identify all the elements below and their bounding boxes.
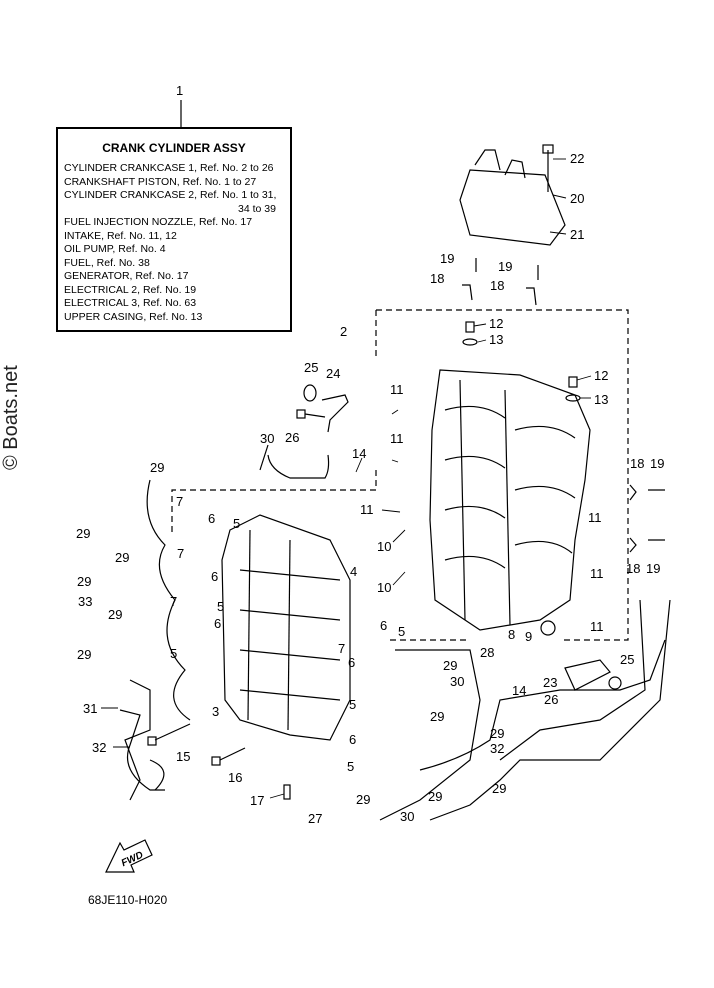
assembly-line: CYLINDER CRANKCASE 1, Ref. No. 2 to 26 xyxy=(64,162,274,174)
callout-19[interactable]: 19 xyxy=(498,259,513,274)
callout-16[interactable]: 16 xyxy=(228,770,243,785)
callout-29[interactable]: 29 xyxy=(430,709,445,724)
watermark-text: © Boats.net xyxy=(0,365,22,470)
callout-29[interactable]: 29 xyxy=(356,792,371,807)
callout-13[interactable]: 13 xyxy=(594,392,609,407)
callout-30[interactable]: 30 xyxy=(450,674,465,689)
callout-29[interactable]: 29 xyxy=(150,460,165,475)
callout-6[interactable]: 6 xyxy=(349,732,357,747)
callout-18[interactable]: 18 xyxy=(430,271,445,286)
assembly-line: UPPER CASING, Ref. No. 13 xyxy=(64,310,203,323)
callout-15[interactable]: 15 xyxy=(176,749,191,764)
callout-18[interactable]: 18 xyxy=(630,456,645,471)
callout-11[interactable]: 11 xyxy=(390,431,404,446)
callout-5[interactable]: 5 xyxy=(347,759,355,774)
drawing-code: 68JE110-H020 xyxy=(88,893,168,907)
callout-28[interactable]: 28 xyxy=(480,645,495,660)
callout-32[interactable]: 32 xyxy=(490,741,505,756)
callout-6[interactable]: 6 xyxy=(380,618,388,633)
callout-8[interactable]: 8 xyxy=(508,627,516,642)
callout-3[interactable]: 3 xyxy=(212,704,220,719)
callout-19[interactable]: 19 xyxy=(440,251,455,266)
assembly-line: FUEL, Ref. No. 38 xyxy=(64,256,150,269)
callout-7[interactable]: 7 xyxy=(338,641,346,656)
fwd-label: FWD xyxy=(120,850,145,870)
callout-29[interactable]: 29 xyxy=(76,526,91,541)
callout-18[interactable]: 18 xyxy=(490,278,505,293)
callout-20[interactable]: 20 xyxy=(570,191,585,206)
callout-30[interactable]: 30 xyxy=(260,431,275,446)
callout-25[interactable]: 25 xyxy=(620,652,635,667)
callout-29[interactable]: 29 xyxy=(443,658,458,673)
callout-21[interactable]: 21 xyxy=(570,227,585,242)
callout-29[interactable]: 29 xyxy=(115,550,130,565)
callout-5[interactable]: 5 xyxy=(170,646,178,661)
callout-7[interactable]: 7 xyxy=(177,546,185,561)
callout-7[interactable]: 7 xyxy=(176,494,184,509)
callout-32[interactable]: 32 xyxy=(92,740,107,755)
assembly-title: CRANK CYLINDER ASSY xyxy=(102,141,246,155)
callout-29[interactable]: 29 xyxy=(77,647,92,662)
callout-11[interactable]: 11 xyxy=(590,619,604,634)
callout-9[interactable]: 9 xyxy=(525,629,533,644)
assembly-line: CYLINDER CRANKCASE 2, Ref. No. 1 to 31, xyxy=(64,189,277,201)
callout-12[interactable]: 12 xyxy=(594,368,609,383)
callout-5[interactable]: 5 xyxy=(349,697,357,712)
callout-30[interactable]: 30 xyxy=(400,809,415,824)
callout-18[interactable]: 18 xyxy=(626,561,641,576)
assembly-info-box: CRANK CYLINDER ASSY CYLINDER CRANKCASE 1… xyxy=(56,127,292,332)
callout-1[interactable]: 1 xyxy=(176,83,184,98)
callout-25[interactable]: 25 xyxy=(304,360,319,375)
assembly-line: ELECTRICAL 2, Ref. No. 19 xyxy=(64,283,197,296)
assembly-line: 34 to 39 xyxy=(238,202,276,215)
assembly-line: OIL PUMP, Ref. No. 4 xyxy=(64,243,166,255)
callout-29[interactable]: 29 xyxy=(492,781,507,796)
callout-5[interactable]: 5 xyxy=(233,516,241,531)
callout-11[interactable]: 11 xyxy=(588,510,602,525)
callout-13[interactable]: 13 xyxy=(489,332,504,347)
callout-6[interactable]: 6 xyxy=(214,616,222,631)
callout-11[interactable]: 11 xyxy=(590,566,604,581)
callout-22[interactable]: 22 xyxy=(570,151,585,166)
callout-19[interactable]: 19 xyxy=(646,561,661,576)
callout-2[interactable]: 2 xyxy=(340,324,348,339)
callout-29[interactable]: 29 xyxy=(77,574,92,589)
callout-23[interactable]: 23 xyxy=(543,675,558,690)
callout-4[interactable]: 4 xyxy=(350,564,358,579)
callout-6[interactable]: 6 xyxy=(208,511,216,526)
callout-29[interactable]: 29 xyxy=(428,789,443,804)
callout-5[interactable]: 5 xyxy=(398,624,406,639)
callout-11[interactable]: 11 xyxy=(390,382,404,397)
callout-26[interactable]: 26 xyxy=(285,430,300,445)
callout-12[interactable]: 12 xyxy=(489,316,504,331)
callout-31[interactable]: 31 xyxy=(83,701,98,716)
assembly-line: GENERATOR, Ref. No. 17 xyxy=(64,270,189,282)
callout-19[interactable]: 19 xyxy=(650,456,665,471)
callout-29[interactable]: 29 xyxy=(490,726,505,741)
callout-11[interactable]: 11 xyxy=(360,502,374,517)
callout-24[interactable]: 24 xyxy=(326,366,341,381)
assembly-line: FUEL INJECTION NOZZLE, Ref. No. 17 xyxy=(64,216,253,228)
callout-14[interactable]: 14 xyxy=(352,446,367,461)
fwd-arrow-icon: FWD xyxy=(120,850,145,870)
callout-5[interactable]: 5 xyxy=(217,599,225,614)
callout-6[interactable]: 6 xyxy=(348,655,356,670)
callout-27[interactable]: 27 xyxy=(308,811,323,826)
assembly-line: INTAKE, Ref. No. 11, 12 xyxy=(64,229,177,242)
callout-17[interactable]: 17 xyxy=(250,793,265,808)
callout-10[interactable]: 10 xyxy=(377,580,392,595)
callout-29[interactable]: 29 xyxy=(108,607,123,622)
assembly-line: CRANKSHAFT PISTON, Ref. No. 1 to 27 xyxy=(64,175,257,188)
callout-10[interactable]: 10 xyxy=(377,539,392,554)
callout-7[interactable]: 7 xyxy=(170,594,178,609)
assembly-line: ELECTRICAL 3, Ref. No. 63 xyxy=(64,297,197,309)
callout-14[interactable]: 14 xyxy=(512,683,527,698)
callout-26[interactable]: 26 xyxy=(544,692,559,707)
callout-33[interactable]: 33 xyxy=(78,594,93,609)
callout-6[interactable]: 6 xyxy=(211,569,219,584)
